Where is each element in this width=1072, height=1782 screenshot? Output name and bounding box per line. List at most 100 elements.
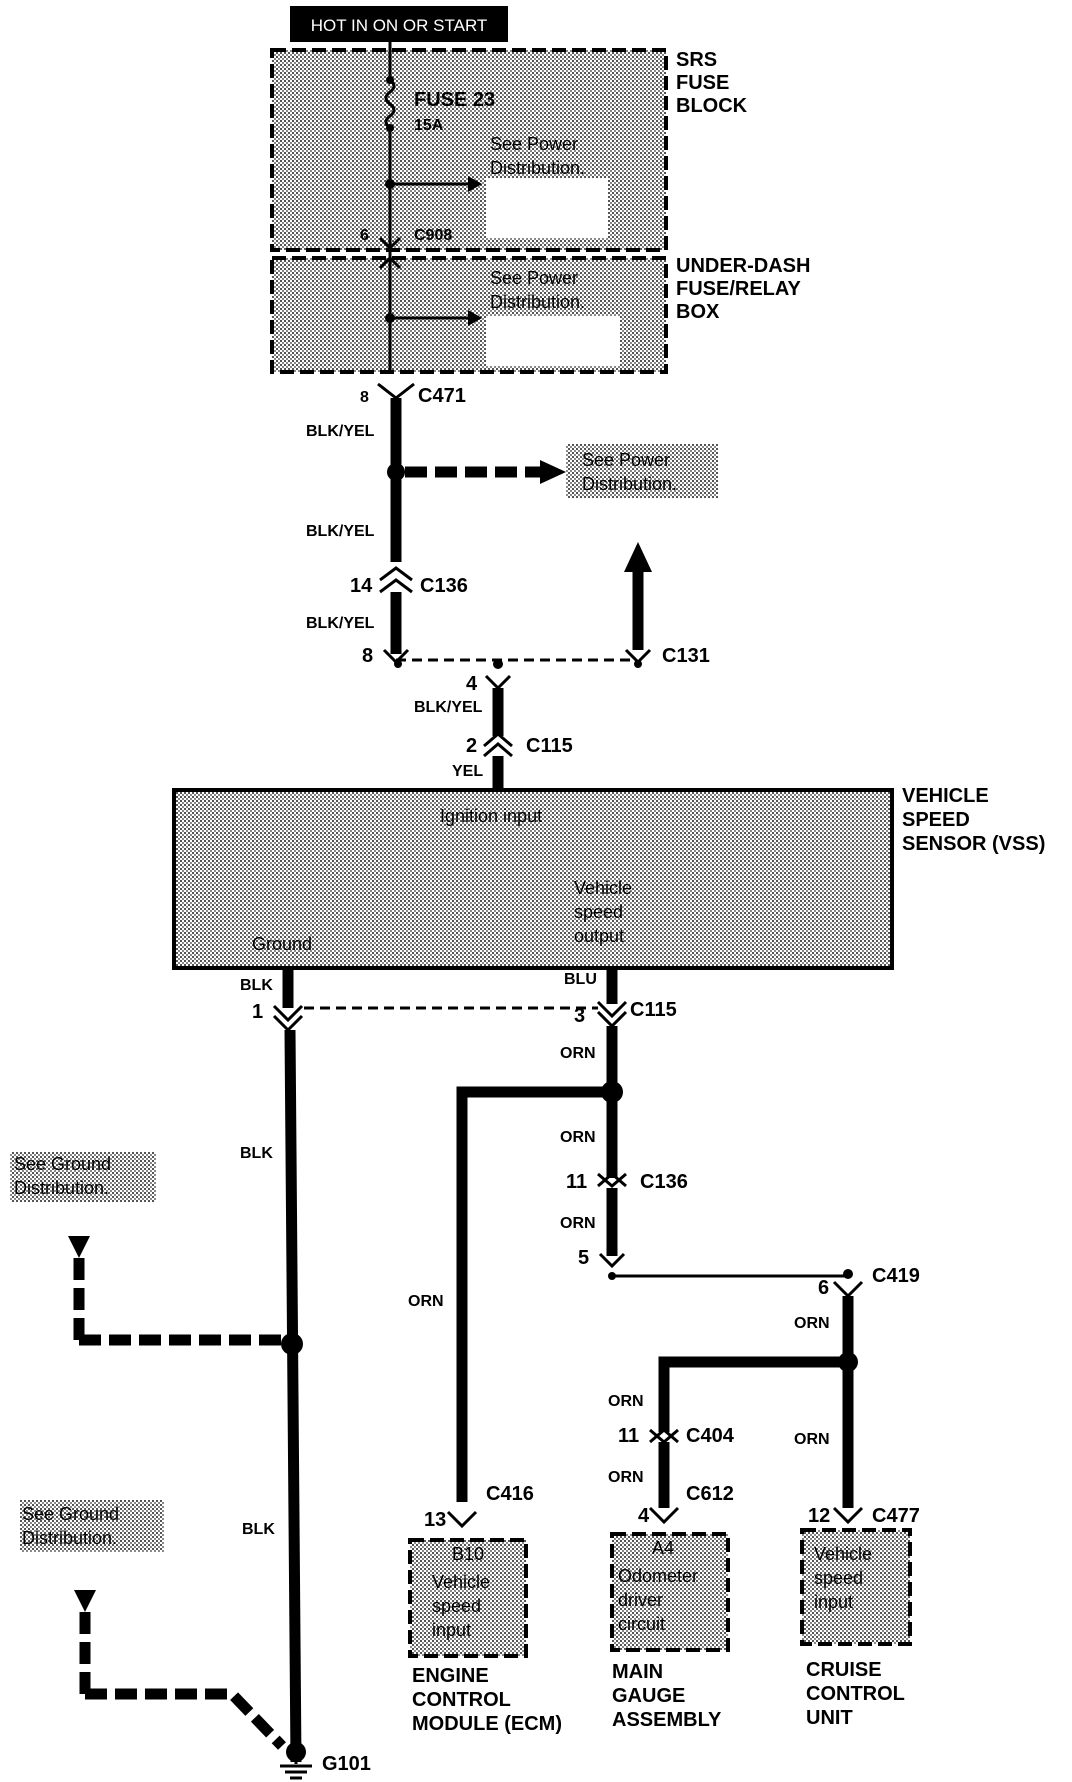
upper-harness: 8 C471 BLK/YEL See Power Distribution. B… bbox=[306, 382, 718, 790]
srs-fuse-block: SRS FUSE BLOCK FUSE 23 15A See Power Dis… bbox=[270, 48, 748, 252]
svg-text:ASSEMBLY: ASSEMBLY bbox=[612, 1709, 722, 1731]
svg-text:FUSE/RELAY: FUSE/RELAY bbox=[676, 278, 802, 300]
svg-text:SRS: SRS bbox=[676, 49, 717, 71]
svg-text:See Ground: See Ground bbox=[22, 1504, 119, 1524]
svg-text:8: 8 bbox=[362, 645, 373, 667]
svg-text:CONTROL: CONTROL bbox=[806, 1683, 905, 1705]
svg-text:Ignition input: Ignition input bbox=[440, 806, 542, 826]
svg-text:Ground: Ground bbox=[252, 934, 312, 954]
svg-text:speed: speed bbox=[814, 1568, 863, 1588]
connector-c136: C136 bbox=[420, 575, 468, 597]
connector-c471: C471 bbox=[418, 385, 466, 407]
connector-c908-symbol bbox=[378, 236, 402, 251]
svg-text:1: 1 bbox=[252, 1001, 263, 1023]
svg-text:2: 2 bbox=[466, 735, 477, 757]
ground-arrow-icon bbox=[74, 1590, 96, 1612]
svg-text:B10: B10 bbox=[452, 1544, 484, 1564]
svg-text:Distribution.: Distribution. bbox=[22, 1528, 117, 1548]
svg-text:GAUGE: GAUGE bbox=[612, 1685, 685, 1707]
svg-text:input: input bbox=[432, 1620, 471, 1640]
svg-text:BLK/YEL: BLK/YEL bbox=[306, 423, 375, 440]
svg-text:Odometer: Odometer bbox=[618, 1566, 698, 1586]
svg-text:SENSOR (VSS): SENSOR (VSS) bbox=[902, 833, 1045, 855]
svg-text:MAIN: MAIN bbox=[612, 1661, 663, 1683]
svg-text:ORN: ORN bbox=[794, 1431, 830, 1448]
fuse-label: FUSE 23 bbox=[414, 89, 495, 111]
svg-text:Distribution.: Distribution. bbox=[490, 292, 585, 312]
svg-text:FUSE: FUSE bbox=[676, 72, 729, 94]
svg-text:speed: speed bbox=[574, 902, 623, 922]
connector-c477: C477 bbox=[872, 1505, 920, 1527]
svg-text:driver: driver bbox=[618, 1590, 663, 1610]
svg-text:Distribution.: Distribution. bbox=[490, 158, 585, 178]
svg-text:ORN: ORN bbox=[560, 1129, 596, 1146]
ground-circuit: BLK 1 BLK BLK See Ground Distribution. S… bbox=[10, 968, 598, 1780]
svg-text:Vehicle: Vehicle bbox=[574, 878, 632, 898]
svg-text:circuit: circuit bbox=[618, 1614, 665, 1634]
fuse-rating: 15A bbox=[414, 117, 444, 134]
svg-text:BLK/YEL: BLK/YEL bbox=[306, 615, 375, 632]
svg-text:BOX: BOX bbox=[676, 301, 720, 323]
vehicle-speed-sensor: VEHICLE SPEED SENSOR (VSS) Ignition inpu… bbox=[172, 785, 1045, 970]
svg-text:Vehicle: Vehicle bbox=[432, 1572, 490, 1592]
arrow-up-icon bbox=[624, 542, 652, 572]
ground-symbol-icon bbox=[286, 1742, 306, 1762]
svg-text:See Power: See Power bbox=[582, 450, 670, 470]
connector-c416: C416 bbox=[486, 1483, 534, 1505]
svg-text:BLK: BLK bbox=[242, 1521, 275, 1538]
svg-text:Vehicle: Vehicle bbox=[814, 1544, 872, 1564]
svg-text:ORN: ORN bbox=[608, 1393, 644, 1410]
svg-text:8: 8 bbox=[360, 389, 369, 406]
svg-text:ORN: ORN bbox=[408, 1293, 444, 1310]
svg-text:BLK/YEL: BLK/YEL bbox=[414, 699, 483, 716]
svg-text:UNIT: UNIT bbox=[806, 1707, 853, 1729]
fuse-feed bbox=[378, 42, 482, 372]
connector-c612: C612 bbox=[686, 1483, 734, 1505]
svg-text:See Power: See Power bbox=[490, 268, 578, 288]
svg-text:Distribution.: Distribution. bbox=[14, 1178, 109, 1198]
svg-text:CONTROL: CONTROL bbox=[412, 1689, 511, 1711]
svg-text:5: 5 bbox=[578, 1247, 589, 1269]
under-dash-fuse-box: UNDER-DASH FUSE/RELAY BOX See Power Dist… bbox=[270, 255, 810, 374]
connector-c404: C404 bbox=[686, 1425, 735, 1447]
svg-text:MODULE (ECM): MODULE (ECM) bbox=[412, 1713, 562, 1735]
connector-c136-lower: C136 bbox=[640, 1171, 688, 1193]
cruise-control-unit: 12 C477 Vehicle speed input CRUISE CONTR… bbox=[800, 1505, 920, 1729]
svg-text:Distribution.: Distribution. bbox=[582, 474, 677, 494]
svg-text:input: input bbox=[814, 1592, 853, 1612]
svg-text:UNDER-DASH: UNDER-DASH bbox=[676, 255, 810, 277]
svg-text:BLK: BLK bbox=[240, 1145, 273, 1162]
svg-text:3: 3 bbox=[574, 1005, 585, 1027]
svg-text:11: 11 bbox=[566, 1171, 587, 1193]
svg-text:ORN: ORN bbox=[560, 1215, 596, 1232]
svg-text:BLK/YEL: BLK/YEL bbox=[306, 523, 375, 540]
fuse-symbol bbox=[384, 78, 396, 130]
arrow-right-icon bbox=[540, 460, 566, 484]
svg-text:A4: A4 bbox=[652, 1538, 674, 1558]
arrow-right-icon bbox=[468, 176, 482, 192]
connector-c131: C131 bbox=[662, 645, 710, 667]
svg-text:YEL: YEL bbox=[452, 763, 483, 780]
svg-text:14: 14 bbox=[350, 575, 373, 597]
svg-text:ORN: ORN bbox=[608, 1469, 644, 1486]
connector-c419: C419 bbox=[872, 1265, 920, 1287]
connector-c115-bottom: C115 bbox=[630, 999, 677, 1021]
svg-text:See Ground: See Ground bbox=[14, 1154, 111, 1174]
svg-text:SPEED: SPEED bbox=[902, 809, 970, 831]
svg-text:ENGINE: ENGINE bbox=[412, 1665, 489, 1687]
svg-text:BLOCK: BLOCK bbox=[676, 95, 748, 117]
svg-text:ORN: ORN bbox=[794, 1315, 830, 1332]
svg-text:13: 13 bbox=[424, 1509, 446, 1531]
connector-c115-top: C115 bbox=[526, 735, 573, 757]
svg-text:speed: speed bbox=[432, 1596, 481, 1616]
svg-text:4: 4 bbox=[466, 673, 478, 695]
ground-g101: G101 bbox=[322, 1753, 371, 1775]
svg-text:6: 6 bbox=[360, 227, 369, 244]
main-gauge-assembly: A4 Odometer driver circuit MAIN GAUGE AS… bbox=[610, 1532, 730, 1731]
svg-text:CRUISE: CRUISE bbox=[806, 1659, 882, 1681]
svg-text:11: 11 bbox=[618, 1425, 639, 1447]
arrow-right-icon bbox=[468, 310, 482, 326]
svg-text:6: 6 bbox=[818, 1277, 829, 1299]
speed-signal-circuit: BLU 3 C115 ORN ORN 11 C136 ORN 5 6 C419 … bbox=[408, 968, 920, 1527]
